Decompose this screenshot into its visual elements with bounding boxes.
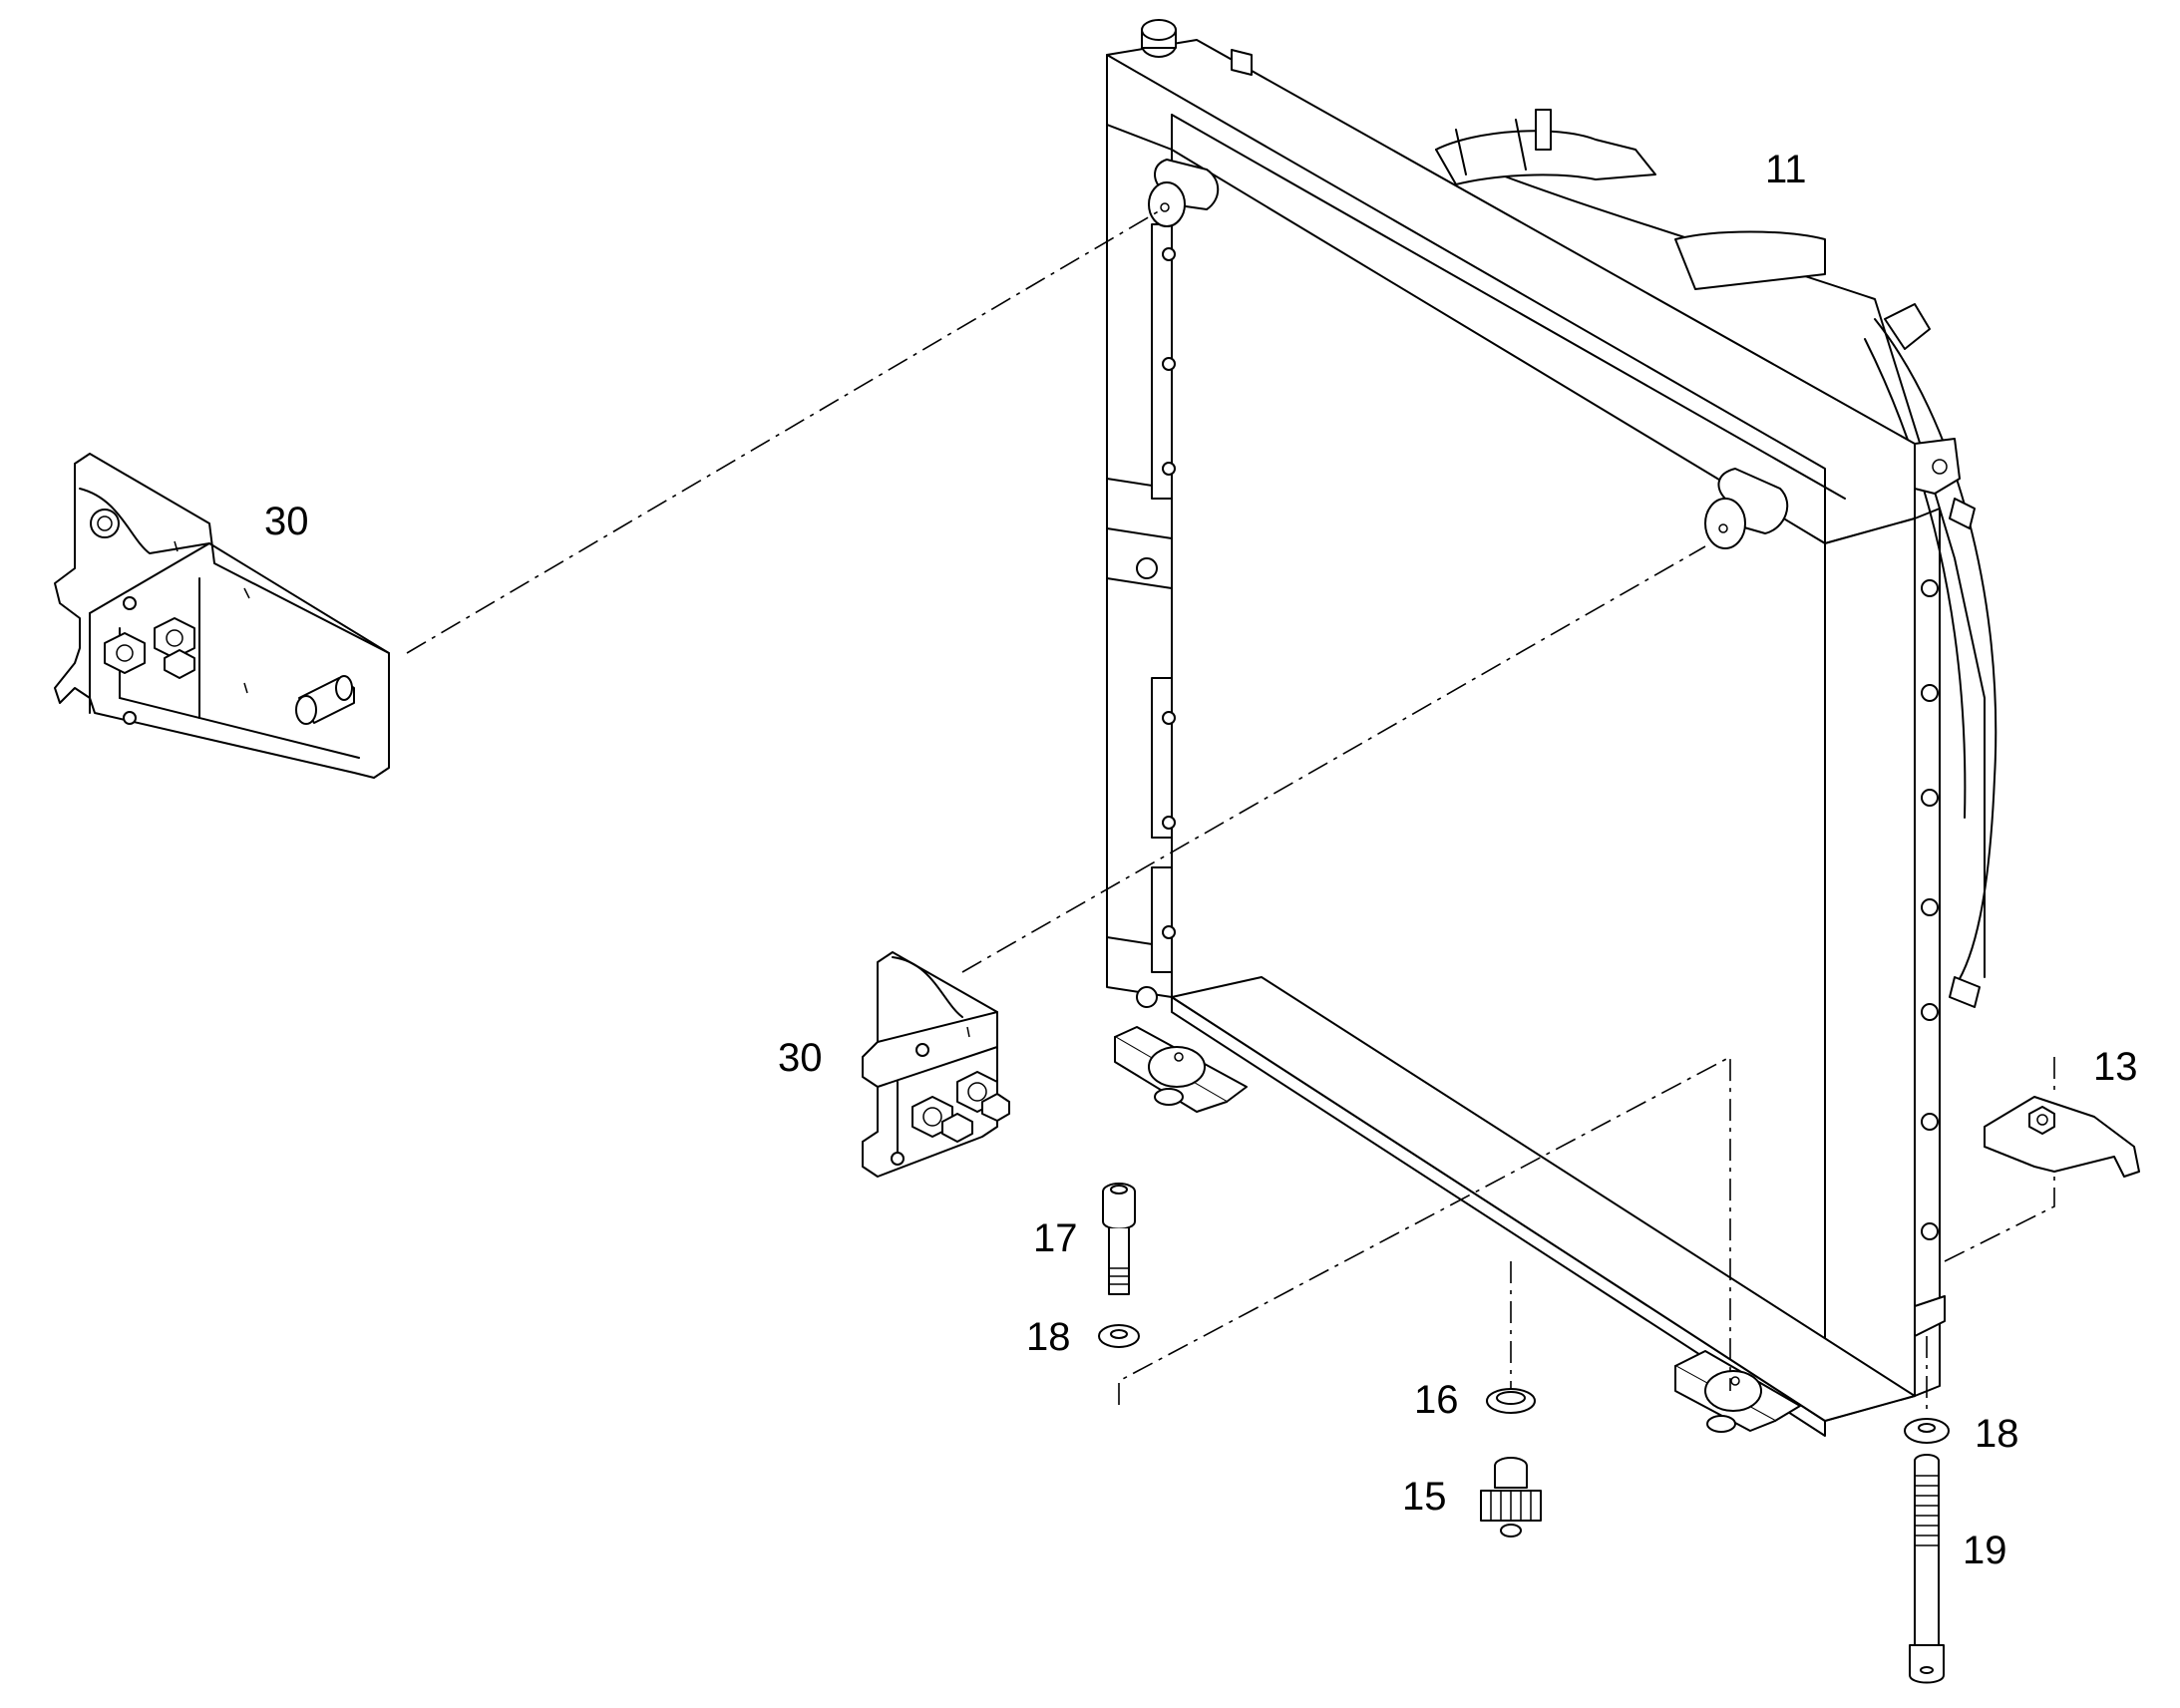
part-16-washer (1486, 1388, 1536, 1414)
callout-16: 16 (1414, 1378, 1459, 1422)
part-17-bolt (1102, 1183, 1136, 1295)
top-left-cap (1141, 19, 1177, 58)
left-bolts (1136, 247, 1176, 1008)
bracket-30-upper (54, 453, 390, 779)
lower-mount-left (1114, 1026, 1248, 1113)
callout-19: 19 (1963, 1529, 2007, 1572)
radiator-core (1106, 19, 1961, 1437)
part-19-long-bolt (1909, 1454, 1945, 1684)
lower-mount-right (1674, 1350, 1801, 1433)
callout-30-lower: 30 (778, 1036, 823, 1080)
upper-mount-left (1148, 159, 1220, 227)
part-13-plate (1984, 1096, 2140, 1178)
callout-15: 15 (1402, 1475, 1447, 1519)
part-15-drain-plug (1480, 1457, 1542, 1537)
part-18-washer-left (1098, 1324, 1140, 1348)
bracket-30-upper-stud (295, 675, 355, 725)
bracket-30-upper-nuts (104, 617, 195, 679)
callout-13: 13 (2093, 1045, 2138, 1089)
fan-shroud (1435, 109, 1998, 1008)
bracket-30-lower-nuts (911, 1071, 1010, 1143)
callout-18-right: 18 (1975, 1412, 2019, 1456)
callout-17: 17 (1033, 1216, 1078, 1260)
radiator-assembly (1106, 19, 1998, 1437)
callout-30-upper: 30 (264, 500, 309, 543)
bracket-30-lower (862, 951, 1010, 1178)
upper-mount-right (1704, 468, 1789, 549)
right-bolts (1921, 579, 1939, 1240)
callout-18-left: 18 (1026, 1315, 1071, 1359)
part-18-washer-right (1904, 1418, 1950, 1444)
callout-11: 11 (1765, 148, 1807, 191)
assembly-lines (406, 208, 2055, 1416)
